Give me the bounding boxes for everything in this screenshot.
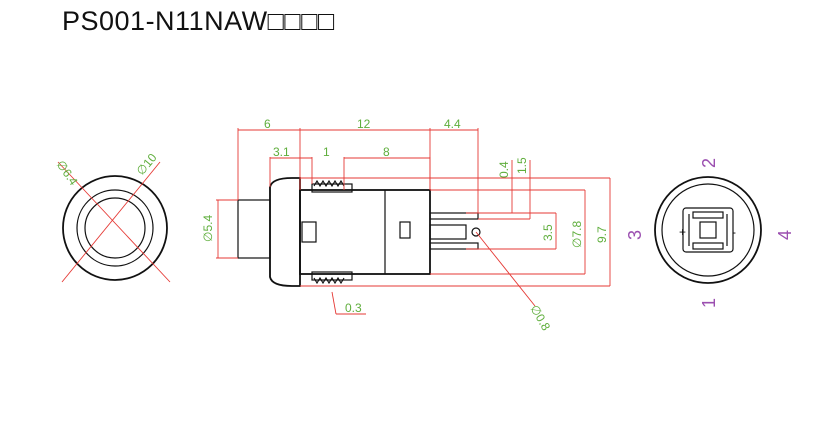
plunger-body xyxy=(237,199,271,259)
front-dim-inner: ∅6.4 xyxy=(54,158,81,189)
front-view: ∅6.4 ∅10 xyxy=(54,150,171,283)
dim-1: 1 xyxy=(323,145,330,159)
rear-terminal-top xyxy=(692,211,724,219)
dim-0-4: 0.4 xyxy=(497,161,511,178)
dim-9-7: 9.7 xyxy=(595,226,609,243)
front-middle-circle xyxy=(76,189,154,267)
rear-body xyxy=(682,207,734,253)
rear-center-pad xyxy=(699,221,717,239)
plus-sign: + xyxy=(679,225,686,239)
dim-4-4: 4.4 xyxy=(444,117,461,131)
button-cap xyxy=(269,177,301,287)
dim-3-5: 3.5 xyxy=(541,224,555,241)
side-view: 6 12 4.4 3.1 1 8 0.4 1.5 ∅5.4 3.5 ∅7.8 9… xyxy=(201,117,611,334)
front-diameter-line-1 xyxy=(57,161,171,283)
minus-sign: - xyxy=(732,225,736,239)
dim-0-3: 0.3 xyxy=(345,301,362,315)
pin-label-2: 2 xyxy=(699,158,719,168)
rear-outer-circle xyxy=(654,176,762,284)
dim-0-8: ∅0.8 xyxy=(527,303,553,334)
rear-terminal-bottom xyxy=(692,242,724,250)
terminal-hole xyxy=(471,227,481,237)
terminal-bottom xyxy=(429,242,479,250)
teeth-bottom xyxy=(313,276,345,285)
dim-1-5: 1.5 xyxy=(515,157,529,174)
rear-view: + - 2 3 4 1 xyxy=(625,158,795,308)
dim-12: 12 xyxy=(357,117,371,131)
front-dim-outer: ∅10 xyxy=(134,150,160,177)
front-diameter-line-2 xyxy=(61,161,161,283)
pin-label-4: 4 xyxy=(775,230,795,240)
pin-label-3: 3 xyxy=(625,230,645,240)
dim-5-4: ∅5.4 xyxy=(201,215,215,242)
dim-6: 6 xyxy=(264,117,271,131)
terminal-top xyxy=(429,212,479,220)
teeth-top xyxy=(313,179,345,188)
front-outer-circle xyxy=(62,175,168,281)
dim-3-1: 3.1 xyxy=(273,145,290,159)
side-window-1 xyxy=(301,221,317,243)
dim-7-8: ∅7.8 xyxy=(570,221,584,248)
front-inner-circle xyxy=(84,197,146,259)
part-number-title: PS001-N11NAW□□□□ xyxy=(62,6,335,36)
bottom-clip xyxy=(311,271,353,281)
dim-8: 8 xyxy=(383,145,390,159)
rear-inner-circle xyxy=(661,183,755,277)
terminal-center xyxy=(429,224,467,240)
pin-label-1: 1 xyxy=(699,298,719,308)
top-clip xyxy=(311,183,353,193)
side-window-2 xyxy=(399,221,411,239)
